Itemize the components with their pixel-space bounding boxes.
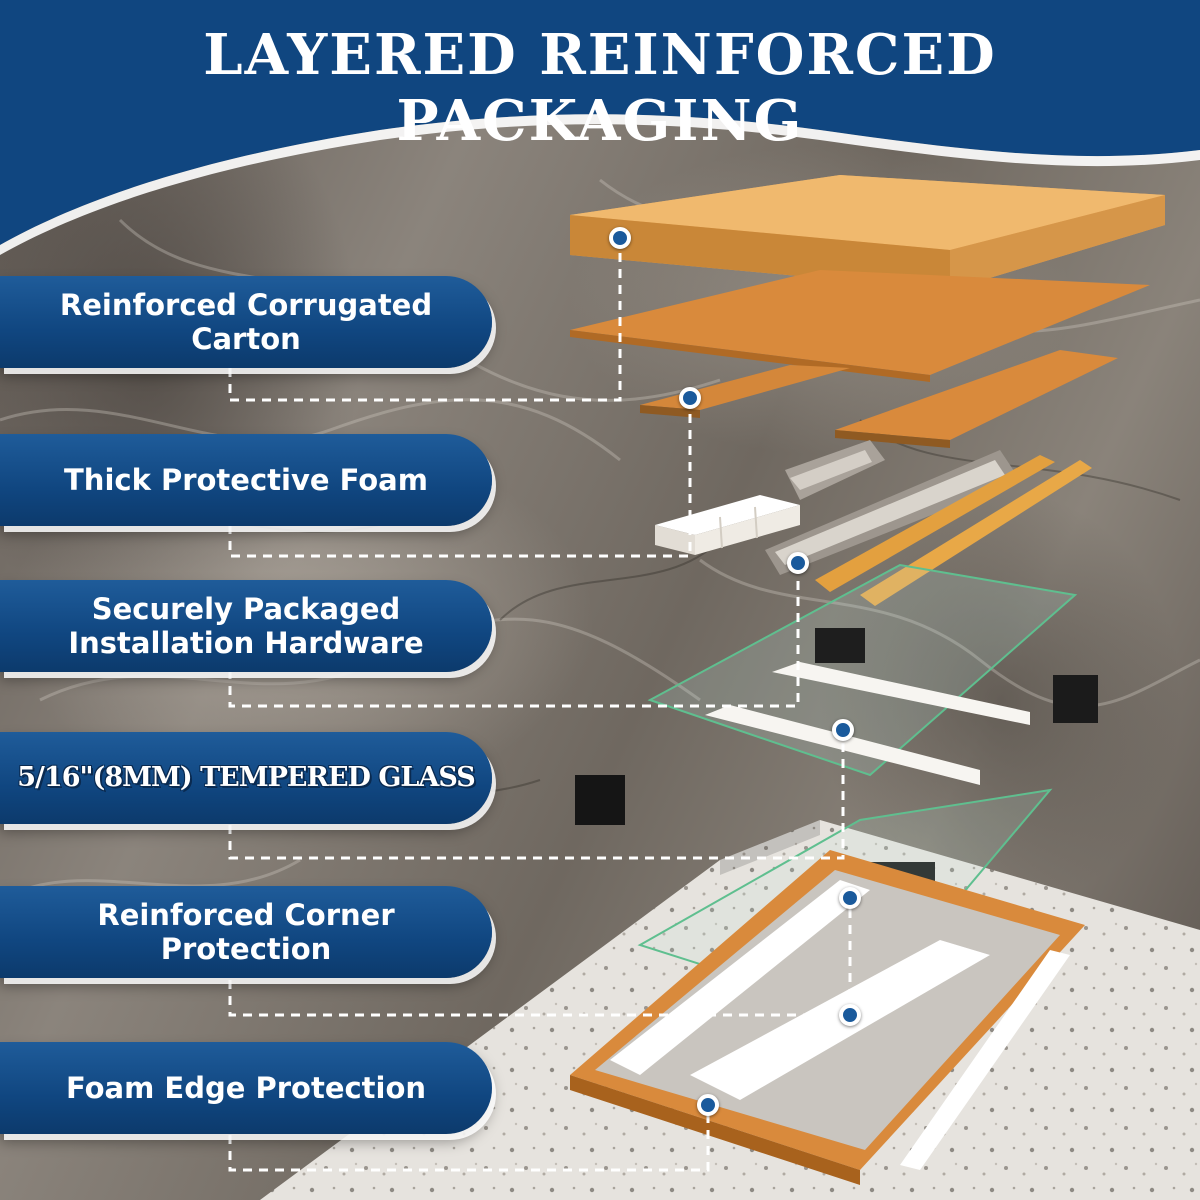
label-text-line1: Securely Packaged bbox=[91, 592, 401, 626]
wrapped-hardware-bags bbox=[765, 440, 1020, 575]
clamp-2 bbox=[1053, 675, 1098, 723]
header-banner bbox=[0, 0, 1200, 255]
label-foam-edge-protection: Foam Edge Protection bbox=[0, 1042, 492, 1134]
corner-strip-1 bbox=[815, 455, 1055, 592]
label-installation-hardware: Securely Packaged Installation Hardware bbox=[0, 580, 492, 672]
callout-dot-corner bbox=[839, 887, 861, 909]
foam-block bbox=[655, 495, 800, 555]
foam-bar-1 bbox=[772, 662, 1030, 725]
label-text: Thick Protective Foam bbox=[64, 463, 428, 497]
label-reinforced-corrugated-carton: Reinforced Corrugated Carton bbox=[0, 276, 492, 368]
corner-strip-2 bbox=[860, 460, 1092, 606]
callout-dot-foam bbox=[679, 387, 701, 409]
label-reinforced-corner-protection: Reinforced Corner Protection bbox=[0, 886, 492, 978]
callout-dot-carton bbox=[609, 227, 631, 249]
callout-dot-corner-lower bbox=[839, 1004, 861, 1026]
callout-dot-hardware bbox=[787, 552, 809, 574]
clamp-1 bbox=[815, 628, 865, 663]
cardboard-strip-right bbox=[835, 350, 1118, 440]
callout-dot-glass bbox=[832, 719, 854, 741]
label-text: 5/16"(8MM) TEMPERED GLASS bbox=[17, 762, 475, 793]
label-text-line2: Installation Hardware bbox=[68, 626, 424, 660]
page-title: LAYERED REINFORCED PACKAGING bbox=[203, 22, 997, 154]
label-text: Reinforced Corrugated Carton bbox=[59, 288, 433, 356]
label-text: Reinforced Corner Protection bbox=[97, 898, 395, 966]
label-text: Foam Edge Protection bbox=[65, 1071, 427, 1105]
carton-lid bbox=[570, 175, 1165, 290]
clamp-3 bbox=[575, 775, 625, 825]
carton-sheet bbox=[570, 270, 1150, 375]
label-tempered-glass: 5/16"(8MM) TEMPERED GLASS bbox=[0, 732, 492, 824]
label-thick-protective-foam: Thick Protective Foam bbox=[0, 434, 492, 526]
callout-dot-edge bbox=[697, 1094, 719, 1116]
